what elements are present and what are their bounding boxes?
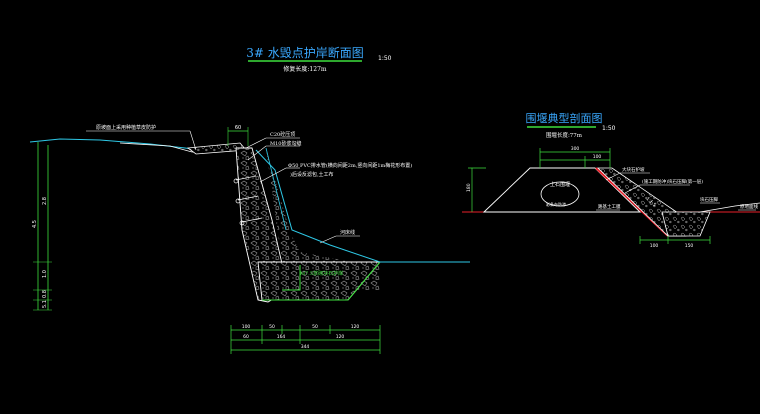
left-drawing-scale: 1:50	[378, 55, 392, 62]
right-height-dimension	[468, 167, 486, 212]
annotation-toe-stone: 块石压脚	[700, 196, 718, 203]
river-bed-line	[255, 149, 470, 263]
height-dim-mid: 1.0	[42, 270, 48, 278]
toe-riprap	[661, 211, 711, 237]
left-annotations	[86, 130, 360, 244]
bottom-dim-r2-1: 164	[277, 334, 286, 340]
annotation-membrane: 路基土工膜	[598, 203, 621, 210]
annotation-ground-line: 原地面线	[740, 203, 758, 210]
annotation-grass: 原坡面上采用种植草皮防护	[96, 124, 156, 131]
right-top-dimensions	[539, 148, 611, 168]
foundation-green-edge	[262, 261, 381, 301]
annotation-strip-cloth: 彩条布防渗	[546, 201, 566, 207]
right-drawing-scale: 1:50	[602, 125, 616, 132]
earth-core-label: 土石围堰	[550, 181, 570, 188]
right-height-label: 180	[466, 183, 472, 192]
bottom-dim-r1-1: 50	[269, 324, 275, 330]
annotation-toe-stone-first: (施工期防冲)块石压脚(第一层)	[642, 178, 703, 185]
right-dim-top-0: 300	[571, 146, 580, 152]
height-dimensions: 4.5 2.8 1.0 0.8 5.1	[32, 142, 52, 311]
height-dim-total: 4.5	[32, 220, 38, 228]
right-dim-bottom-0: 100	[650, 243, 659, 249]
drain-pipes	[233, 175, 263, 226]
bottom-dim-r1-0: 100	[242, 324, 251, 330]
bottom-dim-r1-2: 50	[312, 324, 318, 330]
bottom-dim-r2-0: 60	[243, 334, 249, 340]
left-section-drawing: 3# 水毁点护岸断面图 1:50 修复长度:127m	[29, 45, 470, 354]
annotation-filter: )后设反滤包,土工布	[290, 171, 334, 178]
bottom-dim-r2-2: 120	[336, 334, 345, 340]
right-dim-top-1: 100	[593, 154, 602, 160]
right-drawing-subtitle: 围堰长度:77m	[546, 131, 583, 139]
right-bottom-dimensions	[639, 236, 711, 244]
bottom-dim-r1-3: 120	[351, 324, 360, 330]
annotation-masonry: M7.5浆砌块石护岸	[300, 270, 343, 277]
right-section-drawing: 围堰典型剖面图 1:50 围堰长度:77m 土石围堰 300 100	[462, 111, 760, 249]
bottom-dim-total: 344	[301, 344, 310, 350]
left-drawing-subtitle: 修复长度:127m	[283, 65, 326, 73]
natural-ground-right	[699, 202, 760, 213]
right-dim-bottom-1: 150	[685, 243, 694, 249]
left-drawing-title: 3# 水毁点护岸断面图	[246, 45, 364, 60]
wall-foundation	[257, 261, 381, 301]
height-dim-base: 5.1	[42, 300, 48, 308]
cofferdam-body	[482, 167, 642, 213]
annotation-riprap-slope: 大块石护坡	[622, 166, 645, 173]
earth-core-ellipse	[540, 181, 580, 207]
height-dim-low: 0.8	[42, 290, 48, 298]
right-annotation-leaders	[596, 172, 756, 211]
top-dimension: 60	[227, 125, 249, 146]
height-dim-upper: 2.8	[42, 197, 48, 205]
annotation-mortar: M10砂浆勾缝	[270, 140, 301, 147]
foundation-step	[282, 265, 301, 291]
back-slope-line	[265, 147, 287, 231]
right-drawing-title: 围堰典型剖面图	[526, 111, 603, 125]
top-dim-label: 60	[235, 125, 241, 131]
annotation-river-bed: 河床线	[340, 229, 355, 236]
annotation-c20-cap: C20砼压顶	[270, 131, 295, 138]
bottom-dimensions	[230, 325, 381, 354]
annotation-pvc-drain: Φ50 PVC排水管(横向间距2m,竖向间距1m梅花形布置)	[288, 162, 412, 169]
